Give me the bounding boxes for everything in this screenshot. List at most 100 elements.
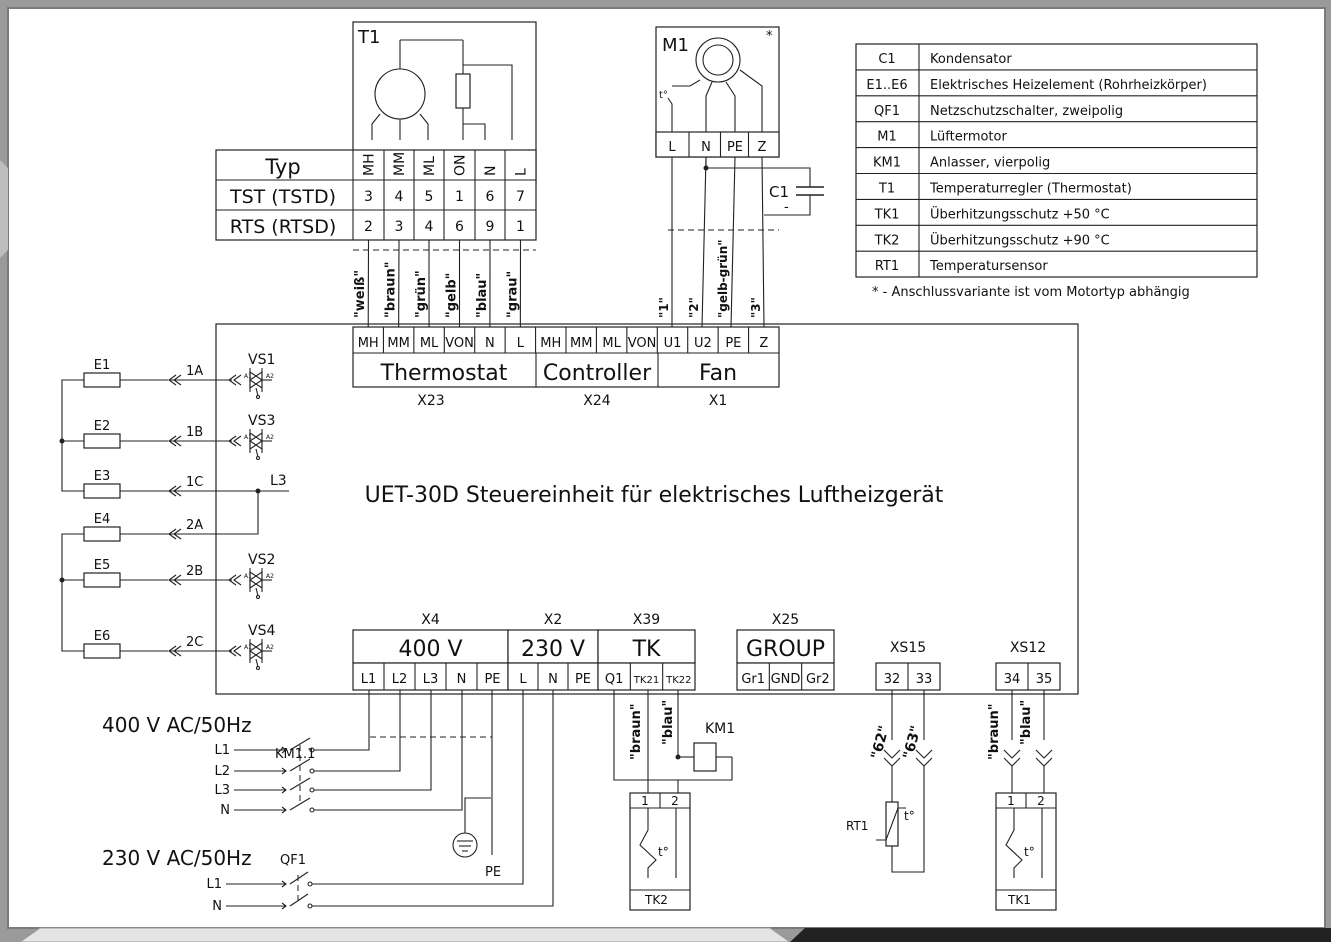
legend-code: M1 (877, 130, 897, 145)
top-terminal: PE (725, 336, 741, 351)
motor-wire-label: "2" (687, 297, 701, 318)
top-terminal: U1 (664, 336, 682, 351)
conn-label-x39: TK (632, 637, 661, 662)
tk1-pin: 2 (1037, 794, 1045, 808)
heater-line: 2C (186, 635, 203, 650)
supply400-line: L2 (214, 764, 230, 779)
tst-value: 4 (395, 189, 404, 205)
conn-id-x2: X2 (544, 612, 563, 628)
heater-line: 1C (186, 475, 203, 490)
l3-label: L3 (270, 473, 287, 489)
conn-label-x2: 230 V (521, 637, 585, 662)
conn-terminal-x25: GND (771, 672, 801, 687)
tst-value: 5 (425, 189, 434, 205)
triac-pin-a2: A2 (266, 644, 274, 651)
legend-desc: Kondensator (930, 52, 1012, 67)
top-terminal: MH (358, 336, 379, 351)
motor-terminal: N (701, 140, 711, 155)
thermostat-wire-color: "grau" (505, 271, 520, 318)
pe-label: PE (485, 865, 501, 880)
legend-desc: Temperaturregler (Thermostat) (929, 182, 1132, 197)
tst-value: 6 (486, 189, 495, 205)
supply400-line: L3 (214, 783, 230, 798)
top-terminal: U2 (694, 336, 712, 351)
id-x1: X1 (709, 393, 728, 409)
top-terminal: Z (759, 336, 768, 351)
tk1-pin: 1 (1007, 794, 1015, 808)
rt1-name: RT1 (846, 819, 868, 833)
tst-value: 3 (364, 189, 373, 205)
tk-wire-color: "blau" (661, 700, 676, 745)
km1-label: KM1 (705, 721, 735, 737)
capacitor-sign: - (784, 200, 789, 215)
xs12-wire-label: "braun" (987, 703, 1002, 760)
conn-terminal-x25: Gr1 (741, 672, 765, 687)
triac-pin-a2: A2 (266, 434, 274, 441)
triac-label: VS3 (248, 413, 275, 429)
conn-terminal-x39: TK22 (665, 675, 691, 686)
id-x23: X23 (417, 393, 444, 409)
type-row-rts: RTS (RTSD) (230, 216, 336, 238)
motor-wire-label: "1" (657, 297, 671, 318)
tst-value: 7 (516, 189, 525, 205)
legend-desc: Netzschutzschalter, zweipolig (930, 104, 1123, 119)
heater-line: 1B (186, 425, 203, 440)
triac-pin-a1: A1 (244, 434, 252, 441)
triac-pin-a1: A1 (244, 644, 252, 651)
thermostat-terminal: N (483, 166, 499, 176)
triac-pin-a1: A1 (244, 373, 252, 380)
motor-terminal: PE (727, 140, 743, 155)
heater-name: E4 (94, 512, 111, 527)
legend-note: * - Anschlussvariante ist vom Motortyp a… (872, 285, 1190, 300)
type-row-tst: TST (TSTD) (229, 186, 336, 208)
top-terminal: ML (602, 336, 621, 351)
conn-terminal-x39: Q1 (605, 672, 624, 687)
conn-terminal-xs12: 34 (1004, 672, 1021, 687)
group-controller: Controller (543, 361, 652, 386)
heater-name: E3 (94, 469, 111, 484)
heater-name: E6 (94, 629, 111, 644)
tk2-temp: t° (658, 845, 669, 859)
motor-temp: t° (659, 90, 668, 101)
capacitor-label: C1 (769, 183, 789, 201)
top-terminal: L (517, 336, 525, 351)
legend-code: E1..E6 (866, 78, 907, 93)
conn-id-xs12: XS12 (1010, 640, 1046, 656)
triac-pin-a2: A2 (266, 573, 274, 580)
motor-id: M1 (662, 35, 689, 56)
heater-name: E2 (94, 419, 111, 434)
thermostat-terminal: ML (422, 156, 438, 176)
supply400-label: 400 V AC/50Hz (102, 713, 252, 737)
motor-wire-label: "3" (749, 297, 763, 318)
thermostat-terminal: MH (362, 153, 378, 176)
conn-label-x4: 400 V (398, 637, 462, 662)
motor-terminal: Z (758, 140, 767, 155)
legend-desc: Lüftermotor (930, 130, 1007, 145)
legend-code: RT1 (875, 259, 899, 274)
heater-resistor (84, 644, 120, 658)
conn-terminal-xs15: 33 (916, 672, 933, 687)
conn-id-x25: X25 (772, 612, 799, 628)
top-terminal: MM (387, 336, 409, 351)
conn-terminal-x2: L (519, 672, 527, 687)
heater-resistor (84, 527, 120, 541)
rts-value: 3 (395, 219, 404, 235)
legend-code: C1 (878, 52, 895, 67)
qf1-label: QF1 (280, 853, 306, 868)
thermostat-wire-color: "braun" (384, 261, 399, 318)
heater-resistor (84, 373, 120, 387)
legend-desc: Überhitzungsschutz +90 °C (930, 231, 1110, 248)
conn-terminal-x2: PE (575, 672, 591, 687)
triac-label: VS2 (248, 552, 275, 568)
supply400-line: L1 (214, 743, 230, 758)
conn-terminal-x4: L1 (361, 672, 377, 687)
tk2-name: TK2 (644, 893, 668, 907)
thermostat-wire-color: "weiß" (353, 270, 368, 318)
conn-id-x39: X39 (633, 612, 660, 628)
conn-id-x4: X4 (421, 612, 440, 628)
thermostat-id: T1 (357, 27, 380, 48)
conn-label-x25: GROUP (746, 637, 825, 662)
tk1-name: TK1 (1007, 893, 1031, 907)
thermostat-resistor-symbol (456, 74, 470, 108)
